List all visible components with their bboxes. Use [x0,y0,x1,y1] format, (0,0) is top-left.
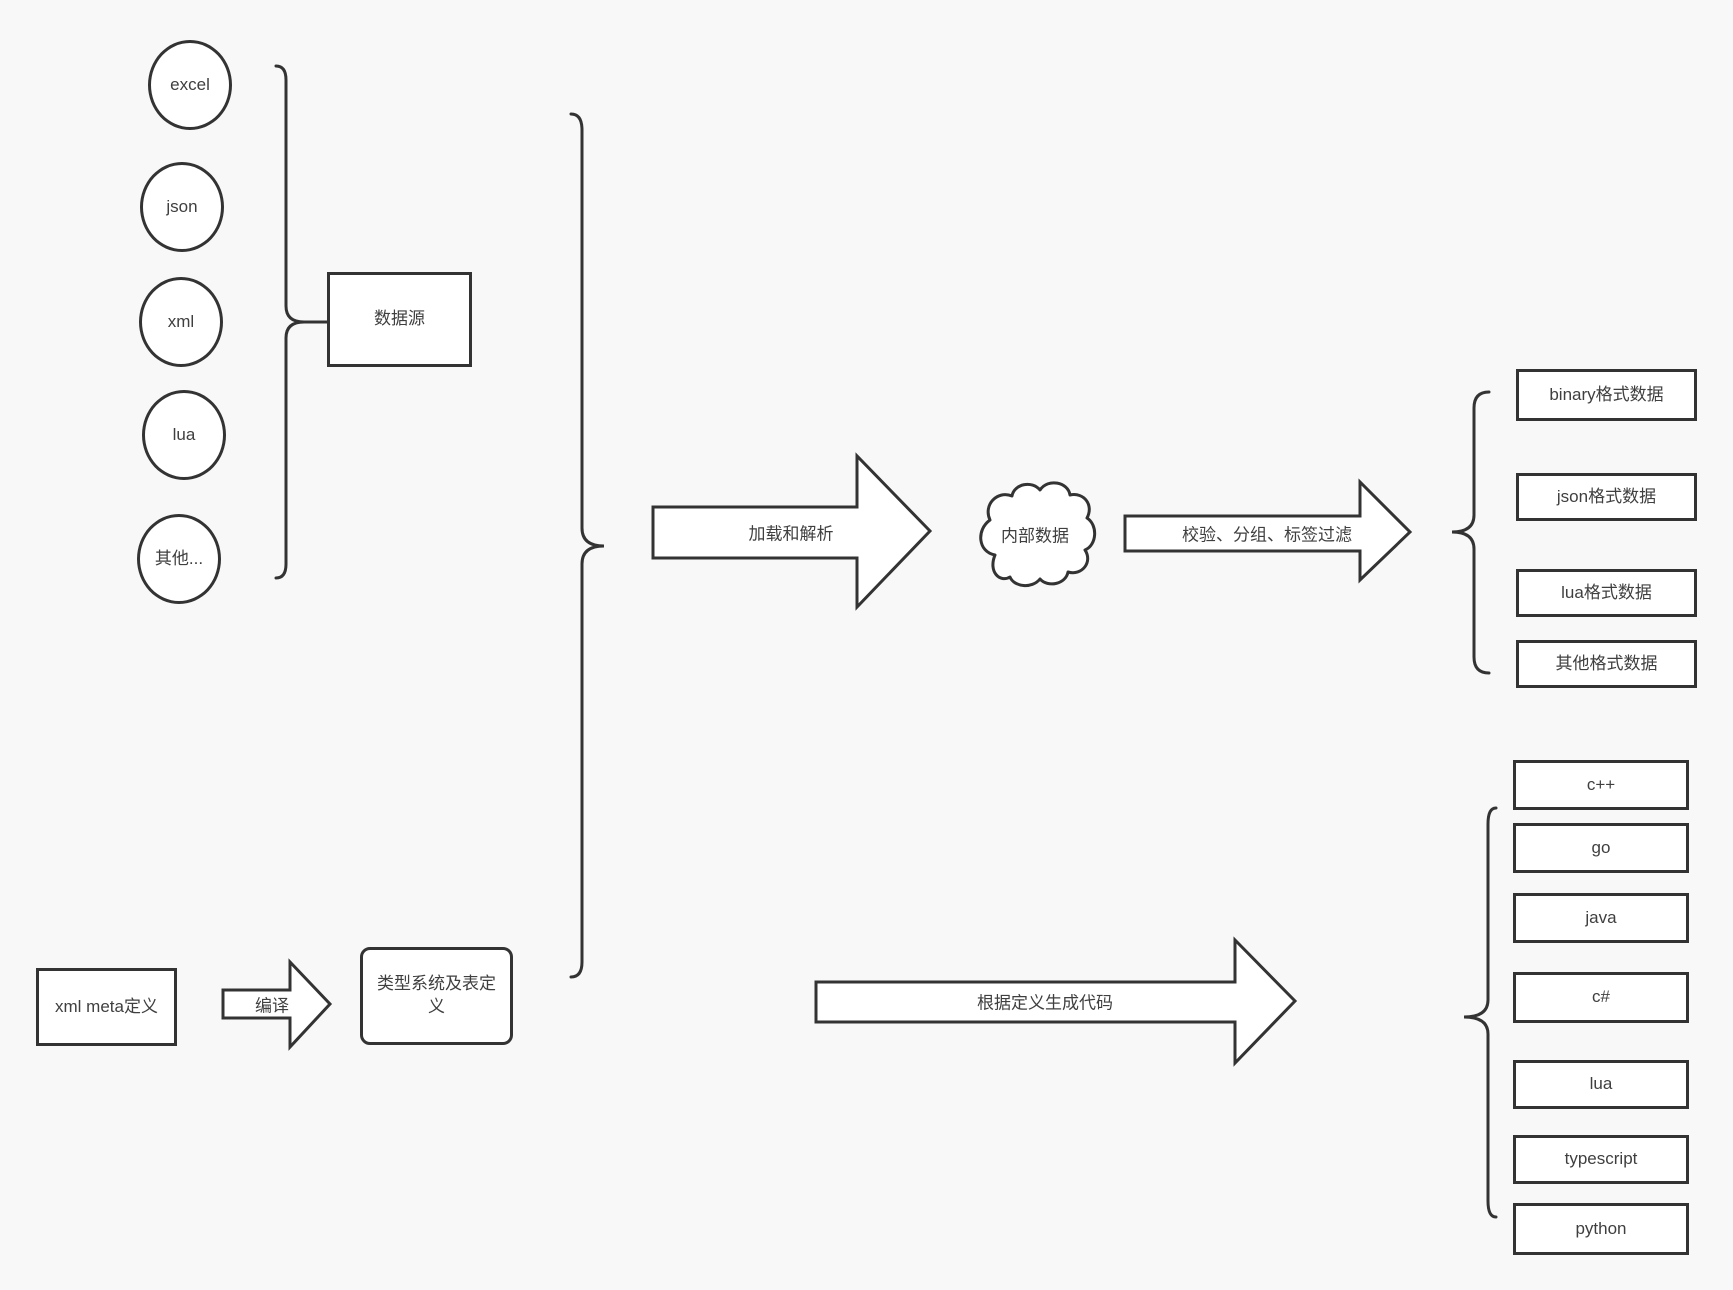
language-box-cpp: c++ [1513,760,1689,810]
language-box-java: java [1513,893,1689,943]
source-node-label: xml [167,311,195,331]
language-label: c# [1592,987,1610,1007]
brace-definitions [569,112,605,979]
language-label: typescript [1564,1149,1638,1169]
language-label: c++ [1586,774,1616,794]
output-format-box-binary: binary格式数据 [1516,369,1697,421]
language-label: go [1591,837,1611,857]
xml-meta-definition-box: xml meta定义 [36,968,177,1046]
brace-sources [274,64,305,580]
source-node-json: json [140,162,224,252]
codegen-arrow [814,936,1298,1067]
language-box-csharp: c# [1513,972,1689,1023]
source-node-label: lua [172,424,196,444]
compile-arrow [221,958,333,1051]
data-source-box: 数据源 [327,272,472,367]
source-node-label: 其他... [154,548,204,568]
codegen-arrow-label: 根据定义生成代码 [977,993,1113,1013]
internal-data-cloud-label: 内部数据 [1001,526,1069,546]
type-system-label: 类型系统及表定义 [377,974,496,1016]
source-node-xml: xml [139,277,223,367]
type-system-box: 类型系统及表定义 [360,947,513,1045]
compile-arrow-label: 编译 [255,996,289,1016]
language-label: python [1575,1218,1627,1238]
source-node-label: json [166,196,198,216]
output-format-label: 其他格式数据 [1555,653,1658,673]
internal-data-cloud [979,481,1097,587]
brace-output-formats [1451,390,1491,675]
xml-meta-definition-label: xml meta定义 [55,996,158,1016]
output-format-box-json: json格式数据 [1516,473,1697,521]
language-box-lua: lua [1513,1060,1689,1109]
language-label: java [1585,907,1617,927]
brace-languages [1463,806,1498,1219]
source-node-excel: excel [148,40,232,130]
output-format-label: lua格式数据 [1561,582,1652,602]
source-node-other: 其他... [137,514,221,604]
language-box-python: python [1513,1203,1689,1255]
filter-arrow [1123,478,1413,584]
output-format-box-other: 其他格式数据 [1516,640,1697,688]
language-box-typescript: typescript [1513,1135,1689,1184]
filter-arrow-label: 校验、分组、标签过滤 [1182,525,1352,545]
load-parse-arrow [651,452,933,611]
source-node-label: excel [170,74,210,94]
data-source-box-label: 数据源 [374,309,425,329]
language-label: lua [1589,1074,1613,1094]
load-parse-arrow-label: 加载和解析 [748,524,834,544]
output-format-label: json格式数据 [1556,486,1657,506]
output-format-box-lua: lua格式数据 [1516,569,1697,617]
output-format-label: binary格式数据 [1549,384,1664,404]
source-node-lua: lua [142,390,226,480]
language-box-go: go [1513,823,1689,873]
